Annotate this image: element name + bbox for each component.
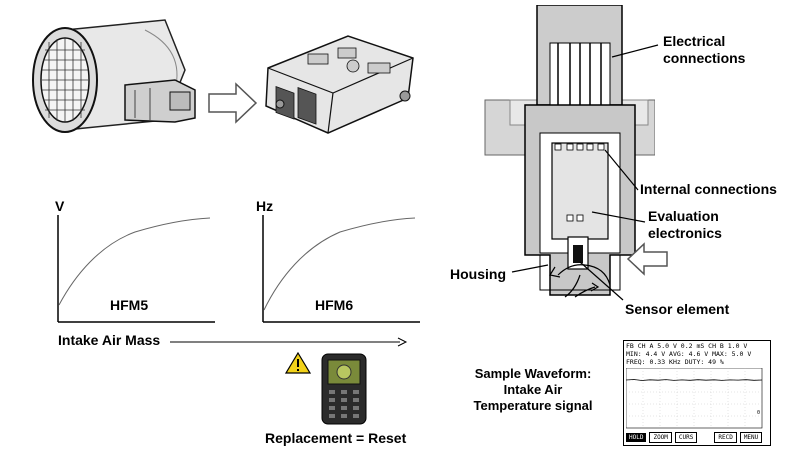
graph-left-hfm5	[57, 215, 215, 323]
waveform-caption-line2: Intake Air	[503, 382, 563, 397]
label-sensor-element: Sensor element	[625, 301, 730, 317]
svg-text:0: 0	[757, 410, 760, 416]
sensor-cross-section-diagram	[484, 5, 655, 298]
scope-waveform-trace	[626, 379, 763, 381]
label-internal-connections: Internal connections	[640, 181, 777, 197]
scope-grid: 0	[626, 368, 763, 429]
label-housing: Housing	[450, 266, 506, 282]
scope-hold-button[interactable]: HOLD	[626, 433, 647, 442]
scope-recd-button[interactable]: RECD	[714, 432, 737, 443]
waveform-caption-line3: Temperature signal	[473, 398, 593, 413]
graph-right-y-label: Hz	[256, 198, 274, 214]
waveform-caption: Sample Waveform: Intake Air Temperature …	[458, 366, 608, 414]
maf-sensor-illustration	[32, 19, 196, 133]
graph-left-name: HFM5	[110, 297, 149, 313]
graph-right-name: HFM6	[315, 297, 354, 313]
warning-icon	[285, 352, 311, 374]
replacement-label: Replacement = Reset	[265, 430, 407, 446]
ecu-module-illustration	[265, 35, 414, 134]
waveform-caption-line1: Sample Waveform:	[474, 366, 592, 381]
scope-header-3: FREQ: 0.33 KHz DUTY: 49 %	[626, 358, 724, 366]
oscilloscope-screen: FB CH A 5.0 V 0.2 mS CH B 1.0 V MIN: 4.4…	[623, 340, 771, 446]
diagnostic-tester-illustration	[321, 353, 367, 425]
graph-right-hfm6	[262, 215, 420, 323]
right-arrow-icon	[208, 82, 258, 124]
graph-left-y-label: V	[55, 198, 65, 214]
x-axis-arrow	[170, 337, 408, 347]
label-evaluation-electronics: Evaluation electronics	[648, 208, 722, 241]
scope-zoom-button[interactable]: ZOOM	[649, 432, 672, 443]
scope-header-1: FB CH A 5.0 V 0.2 mS CH B 1.0 V	[626, 342, 748, 350]
scope-curs-button[interactable]: CURS	[674, 432, 698, 443]
scope-menu-button[interactable]: MENU	[739, 432, 763, 443]
label-electrical-connections: Electrical connections	[663, 33, 746, 66]
scope-header-2: MIN: 4.4 V AVG: 4.6 V MAX: 5.0 V	[626, 350, 752, 358]
x-axis-label: Intake Air Mass	[58, 332, 161, 348]
airflow-arrow-icon	[626, 242, 668, 276]
